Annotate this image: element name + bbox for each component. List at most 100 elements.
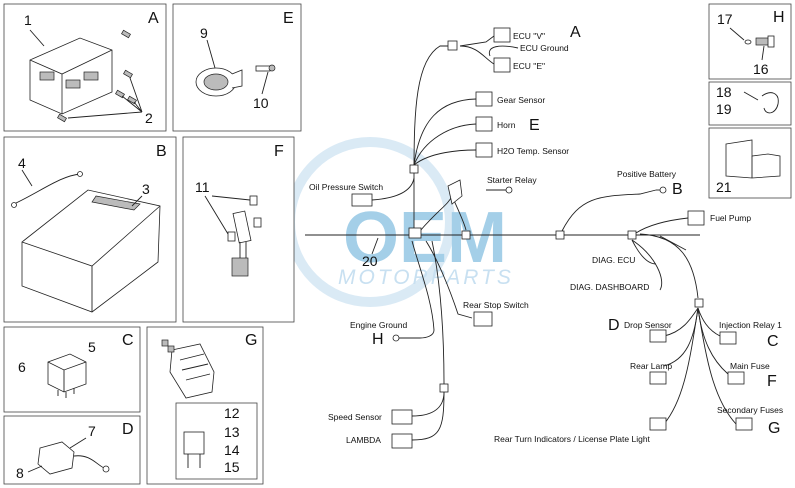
label-secondary-fuses: Secondary Fuses	[717, 405, 783, 415]
panel-f-letter: F	[274, 143, 284, 160]
panel-num-21: 21	[716, 179, 732, 195]
connector-ecu-e: ECU "E"	[493, 57, 545, 73]
connector-positive-battery: Positive Battery	[617, 169, 677, 194]
relay-drawing	[47, 353, 87, 398]
panel-a: A 1 2	[3, 3, 167, 132]
panel-g-num-15: 15	[224, 459, 240, 475]
panel-c: C 5 6	[3, 326, 141, 413]
panel-h-letter: H	[773, 9, 785, 26]
panel-h: H 17 16	[708, 3, 792, 80]
harness-number: 20	[362, 253, 378, 269]
connector-speed-sensor: Speed Sensor	[328, 409, 413, 425]
connector-ecu-ground: ECU Ground	[520, 43, 569, 53]
right-junction	[627, 230, 637, 240]
panel-e: E 9 10	[172, 3, 302, 132]
panel-c-num-5: 5	[88, 339, 96, 355]
label-engine-ground: Engine Ground	[350, 320, 407, 330]
panel-c-letter: C	[122, 332, 134, 349]
letter-drop-sensor: D	[608, 317, 620, 334]
connector-gear-sensor: Gear Sensor	[475, 91, 545, 107]
connector-diag-ecu: DIAG. ECU	[592, 255, 635, 265]
letter-ecu: A	[570, 24, 581, 41]
letter-engine-ground: H	[372, 331, 384, 348]
cover-drawing	[725, 139, 781, 179]
label-fuel-pump: Fuel Pump	[710, 213, 751, 223]
panel-g-letter: G	[245, 332, 257, 349]
panel-g-num-12: 12	[224, 405, 240, 421]
label-oil-pressure: Oil Pressure Switch	[309, 182, 383, 192]
label-lambda: LAMBDA	[346, 435, 381, 445]
letter-injection-relay: C	[767, 333, 779, 350]
panel-f: F 11	[182, 136, 295, 323]
label-diag-ecu: DIAG. ECU	[592, 255, 635, 265]
panel-e-frame	[172, 3, 302, 132]
label-starter-relay: Starter Relay	[487, 175, 537, 185]
panel-g: G 12 13 14 15	[146, 326, 264, 485]
connector-rear-stop: Rear Stop Switch	[463, 300, 529, 327]
watermark-sub: MOTORPARTS	[338, 266, 514, 289]
clamp-drawing	[743, 91, 779, 114]
letter-horn: E	[529, 117, 540, 134]
panel-mid-right-frame	[708, 81, 792, 126]
letter-main-fuse: F	[767, 373, 777, 390]
label-injection-relay: Injection Relay 1	[719, 320, 782, 330]
panel-num-19: 19	[716, 101, 732, 117]
panel-d-num-8: 8	[16, 465, 24, 481]
label-horn: Horn	[497, 120, 516, 130]
label-main-fuse: Main Fuse	[730, 361, 770, 371]
letter-battery: B	[672, 181, 683, 198]
panel-f-num-11: 11	[195, 179, 210, 195]
connector-starter-relay: Starter Relay	[447, 175, 537, 205]
connector-lambda: LAMBDA	[346, 433, 413, 449]
connector-horn: Horn	[475, 116, 516, 132]
connector-diag-dash: DIAG. DASHBOARD	[570, 282, 649, 292]
panel-b: B 4 3	[3, 136, 177, 323]
panel-b-letter: B	[156, 143, 167, 160]
panel-d-num-7: 7	[88, 423, 96, 439]
label-ecu-ground: ECU Ground	[520, 43, 569, 53]
main-junction	[408, 227, 422, 239]
label-speed-sensor: Speed Sensor	[328, 412, 382, 422]
label-rear-lamp: Rear Lamp	[630, 361, 672, 371]
label-drop-sensor: Drop Sensor	[624, 320, 672, 330]
bolt-washer-drawing	[729, 27, 775, 61]
upper-junction	[409, 164, 419, 174]
panel-c-num-6: 6	[18, 359, 26, 375]
label-gear-sensor: Gear Sensor	[497, 95, 545, 105]
panel-g-num-14: 14	[224, 442, 240, 458]
connector-engine-ground: Engine Ground	[350, 320, 420, 342]
panel-b-num-4: 4	[18, 155, 26, 171]
panel-e-letter: E	[283, 10, 294, 27]
label-ecu-v: ECU "V"	[513, 31, 545, 41]
starter-junction	[461, 230, 471, 240]
rear-junction	[694, 298, 704, 308]
watermark: OEM MOTORPARTS	[285, 137, 514, 307]
fuse-holder-drawing	[204, 195, 262, 277]
battery-junction	[555, 230, 565, 240]
connector-injection-relay: Injection Relay 1	[719, 320, 782, 345]
panel-e-num-9: 9	[200, 25, 208, 41]
panel-a-num-2: 2	[145, 110, 153, 126]
connector-main-fuse: Main Fuse	[727, 361, 770, 385]
horn-drawing	[195, 39, 276, 97]
panel-d-letter: D	[122, 421, 134, 438]
ecu-unit-drawing	[29, 29, 113, 115]
label-rear-stop: Rear Stop Switch	[463, 300, 529, 310]
connector-h2o: H2O Temp. Sensor	[475, 142, 569, 158]
panel-h-num-17: 17	[717, 11, 733, 27]
panel-d: D 7 8	[3, 415, 141, 485]
panel-h-num-16: 16	[753, 61, 769, 77]
panel-low-right: 21	[708, 127, 792, 199]
junction-boxes	[408, 40, 704, 393]
connector-rear-lamp: Rear Lamp	[630, 361, 672, 385]
screws-drawing	[57, 29, 143, 123]
sensor-junction	[439, 383, 449, 393]
label-h2o: H2O Temp. Sensor	[497, 146, 569, 156]
connector-oil-pressure: Oil Pressure Switch	[309, 182, 383, 207]
panel-num-18: 18	[716, 84, 732, 100]
label-ecu-e: ECU "E"	[513, 61, 545, 71]
label-positive-battery: Positive Battery	[617, 169, 677, 179]
panel-b-num-3: 3	[142, 181, 150, 197]
letter-secondary-fuses: G	[768, 420, 780, 437]
